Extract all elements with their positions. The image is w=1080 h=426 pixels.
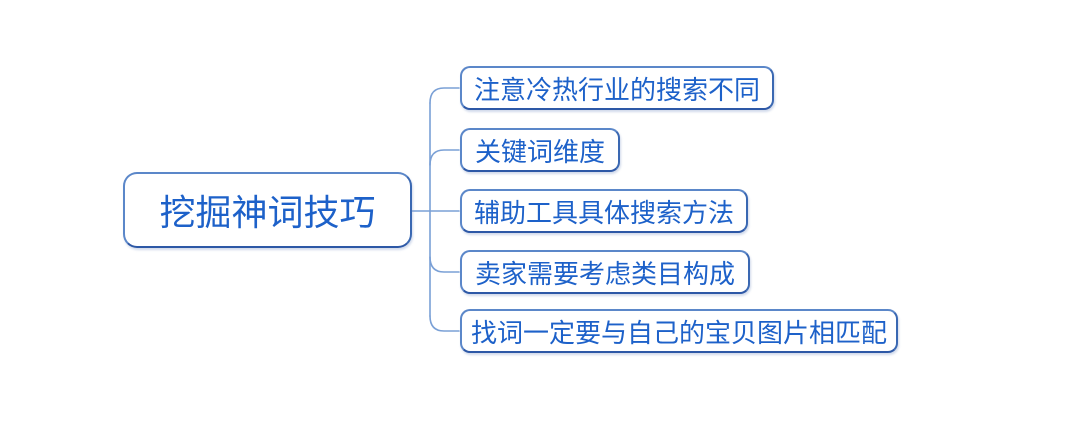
connector-branch-4: [429, 256, 460, 273]
connector-branch-1: [429, 87, 460, 104]
child-node-keyword-dimension[interactable]: 关键词维度: [460, 128, 620, 172]
child-node-category-composition[interactable]: 卖家需要考虑类目构成: [460, 250, 750, 294]
root-node[interactable]: 挖掘神词技巧: [123, 172, 412, 248]
child-node-tool-search-method[interactable]: 辅助工具具体搜索方法: [460, 189, 748, 233]
root-node-label: 挖掘神词技巧: [159, 193, 376, 234]
child-node-label: 关键词维度: [474, 137, 605, 168]
child-node-label: 卖家需要考虑类目构成: [474, 259, 735, 290]
child-node-match-product-image[interactable]: 找词一定要与自己的宝贝图片相匹配: [460, 309, 898, 353]
connector-branch-2: [429, 149, 460, 166]
child-node-label: 辅助工具具体搜索方法: [473, 198, 734, 229]
connector-branch-5: [429, 315, 460, 332]
child-node-label: 找词一定要与自己的宝贝图片相匹配: [470, 318, 887, 349]
child-node-label: 注意冷热行业的搜索不同: [473, 75, 760, 106]
child-node-search-difference[interactable]: 注意冷热行业的搜索不同: [460, 66, 774, 110]
